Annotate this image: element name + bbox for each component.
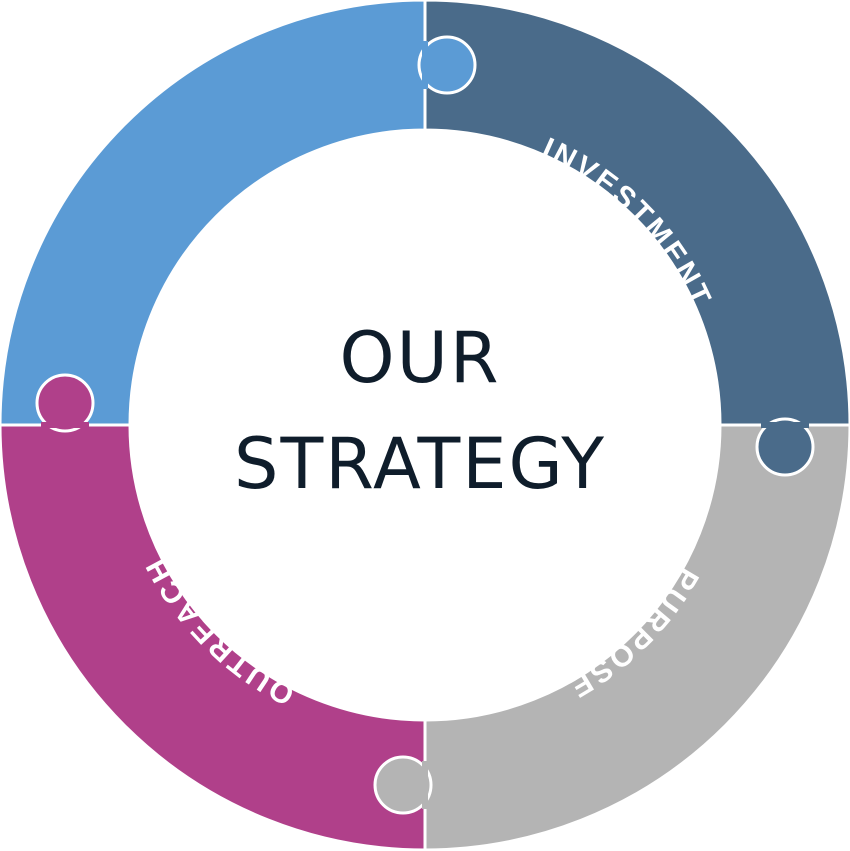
segment-purpose bbox=[423, 423, 850, 851]
puzzle-knob-impact bbox=[417, 35, 477, 95]
puzzle-knob-outreach bbox=[35, 373, 95, 433]
center-title-line1: OUR bbox=[340, 317, 501, 399]
puzzle-knob-investment bbox=[755, 417, 815, 477]
segment-impact bbox=[0, 0, 427, 427]
segment-outreach bbox=[0, 423, 427, 851]
center-title-line2: STRATEGY bbox=[234, 423, 606, 505]
puzzle-knob-purpose bbox=[373, 755, 433, 815]
center-circle bbox=[131, 131, 719, 719]
